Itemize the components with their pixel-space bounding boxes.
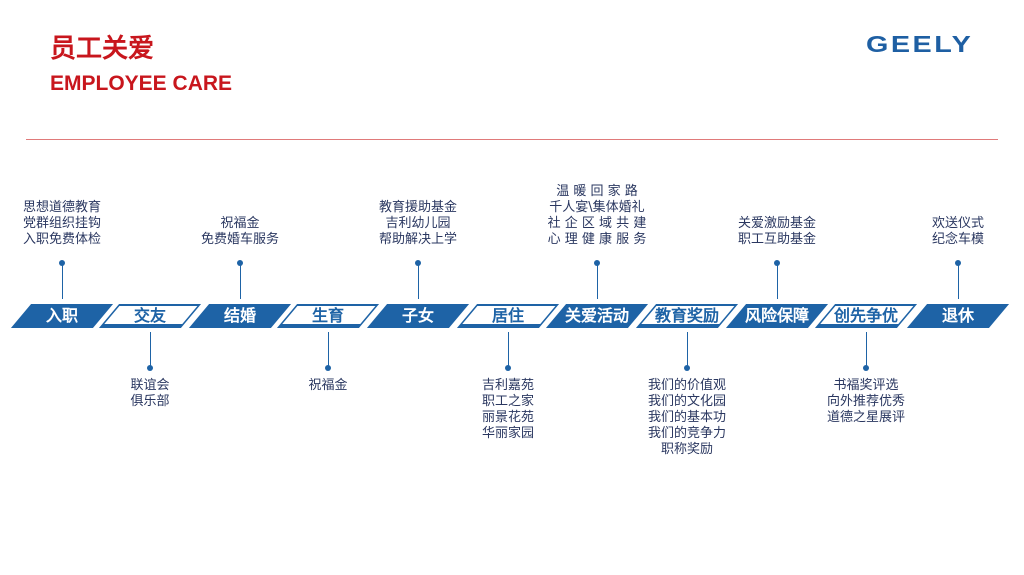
stage-label: 退休 [941, 306, 974, 325]
connector-line [866, 332, 867, 368]
note-line: 道德之星展评 [826, 410, 905, 425]
note-line: 温 暖 回 家 路 [556, 184, 638, 199]
stage-notes: 联谊会俱乐部 [80, 378, 220, 410]
stage-label: 风险保障 [744, 306, 809, 325]
stage-label: 结婚 [223, 306, 256, 325]
note-line: 我们的基本功 [647, 410, 726, 425]
timeline-stage: 关爱活动 [545, 304, 649, 328]
connector-line [62, 263, 63, 299]
note-line: 职称奖励 [660, 442, 713, 457]
stage-notes: 我们的价值观我们的文化园我们的基本功我们的竞争力职称奖励 [617, 378, 757, 458]
connector-dot [594, 260, 600, 266]
note-line: 免费婚车服务 [200, 232, 279, 247]
connector-line [240, 263, 241, 299]
note-line: 联谊会 [130, 378, 170, 393]
stage-label: 创先争优 [833, 306, 898, 325]
note-line: 欢送仪式 [931, 216, 984, 231]
note-line: 丽景花苑 [481, 410, 534, 425]
connector-dot [774, 260, 780, 266]
connector-line [958, 263, 959, 299]
note-line: 思想道德教育 [22, 200, 101, 215]
stage-notes: 温 暖 回 家 路千人宴\集体婚礼社 企 区 域 共 建心 理 健 康 服 务 [527, 184, 667, 248]
note-line: 千人宴\集体婚礼 [549, 200, 645, 215]
note-line: 入职免费体检 [22, 232, 101, 247]
timeline-stage: 退休 [906, 304, 1010, 328]
note-line: 我们的价值观 [647, 378, 726, 393]
connector-line [687, 332, 688, 368]
connector-dot [59, 260, 65, 266]
timeline-stage: 教育奖励 [635, 304, 739, 328]
stage-label: 教育奖励 [654, 306, 719, 325]
timeline-stage: 风险保障 [725, 304, 829, 328]
timeline-stage: 交友 [98, 304, 202, 328]
timeline-stage: 生育 [276, 304, 380, 328]
stage-notes: 欢送仪式纪念车模 [888, 216, 1024, 248]
divider [26, 139, 998, 140]
page-title: 员工关爱 [50, 34, 155, 64]
note-line: 纪念车模 [931, 232, 984, 247]
note-line: 我们的竞争力 [647, 426, 726, 441]
timeline-stage: 居住 [456, 304, 560, 328]
note-line: 华丽家园 [481, 426, 534, 441]
page-subtitle: EMPLOYEE CARE [50, 72, 233, 95]
connector-dot [863, 365, 869, 371]
connector-dot [237, 260, 243, 266]
note-line: 吉利幼儿园 [385, 216, 451, 231]
note-line: 教育援助基金 [378, 200, 457, 215]
note-line: 祝福金 [220, 216, 260, 231]
connector-line [150, 332, 151, 368]
note-line: 吉利嘉苑 [481, 378, 534, 393]
note-line: 俱乐部 [130, 394, 170, 409]
stage-label: 生育 [311, 306, 344, 325]
stage-label: 入职 [45, 306, 78, 325]
note-line: 祝福金 [308, 378, 348, 393]
connector-line [597, 263, 598, 299]
timeline-stage: 子女 [366, 304, 470, 328]
connector-dot [505, 365, 511, 371]
stage-notes: 教育援助基金吉利幼儿园帮助解决上学 [348, 200, 488, 248]
note-line: 书福奖评选 [833, 378, 899, 393]
connector-line [508, 332, 509, 368]
timeline-stage: 入职 [10, 304, 114, 328]
stage-notes: 祝福金 [258, 378, 398, 394]
connector-dot [684, 365, 690, 371]
connector-line [328, 332, 329, 368]
stage-label: 关爱活动 [564, 306, 629, 325]
note-line: 社 企 区 域 共 建 [547, 216, 647, 231]
stage-label: 居住 [491, 306, 524, 325]
note-line: 帮助解决上学 [378, 232, 457, 247]
connector-dot [147, 365, 153, 371]
stage-notes: 关爱激励基金职工互助基金 [707, 216, 847, 248]
stage-notes: 吉利嘉苑职工之家丽景花苑华丽家园 [438, 378, 578, 442]
note-line: 我们的文化园 [647, 394, 726, 409]
stage-notes: 思想道德教育党群组织挂钩入职免费体检 [0, 200, 132, 248]
stage-label: 交友 [133, 306, 166, 325]
note-line: 职工互助基金 [737, 232, 816, 247]
connector-line [418, 263, 419, 299]
timeline-stage: 创先争优 [814, 304, 918, 328]
note-line: 党群组织挂钩 [22, 216, 101, 231]
note-line: 关爱激励基金 [737, 216, 816, 231]
connector-dot [415, 260, 421, 266]
note-line: 向外推荐优秀 [826, 394, 905, 409]
connector-dot [325, 365, 331, 371]
geely-logo: GEELY [866, 31, 974, 57]
connector-line [777, 263, 778, 299]
stage-label: 子女 [401, 306, 434, 325]
connector-dot [955, 260, 961, 266]
timeline-stage: 结婚 [188, 304, 292, 328]
stage-notes: 书福奖评选向外推荐优秀道德之星展评 [796, 378, 936, 426]
stage-notes: 祝福金免费婚车服务 [170, 216, 310, 248]
note-line: 心 理 健 康 服 务 [547, 232, 647, 247]
note-line: 职工之家 [481, 394, 534, 409]
